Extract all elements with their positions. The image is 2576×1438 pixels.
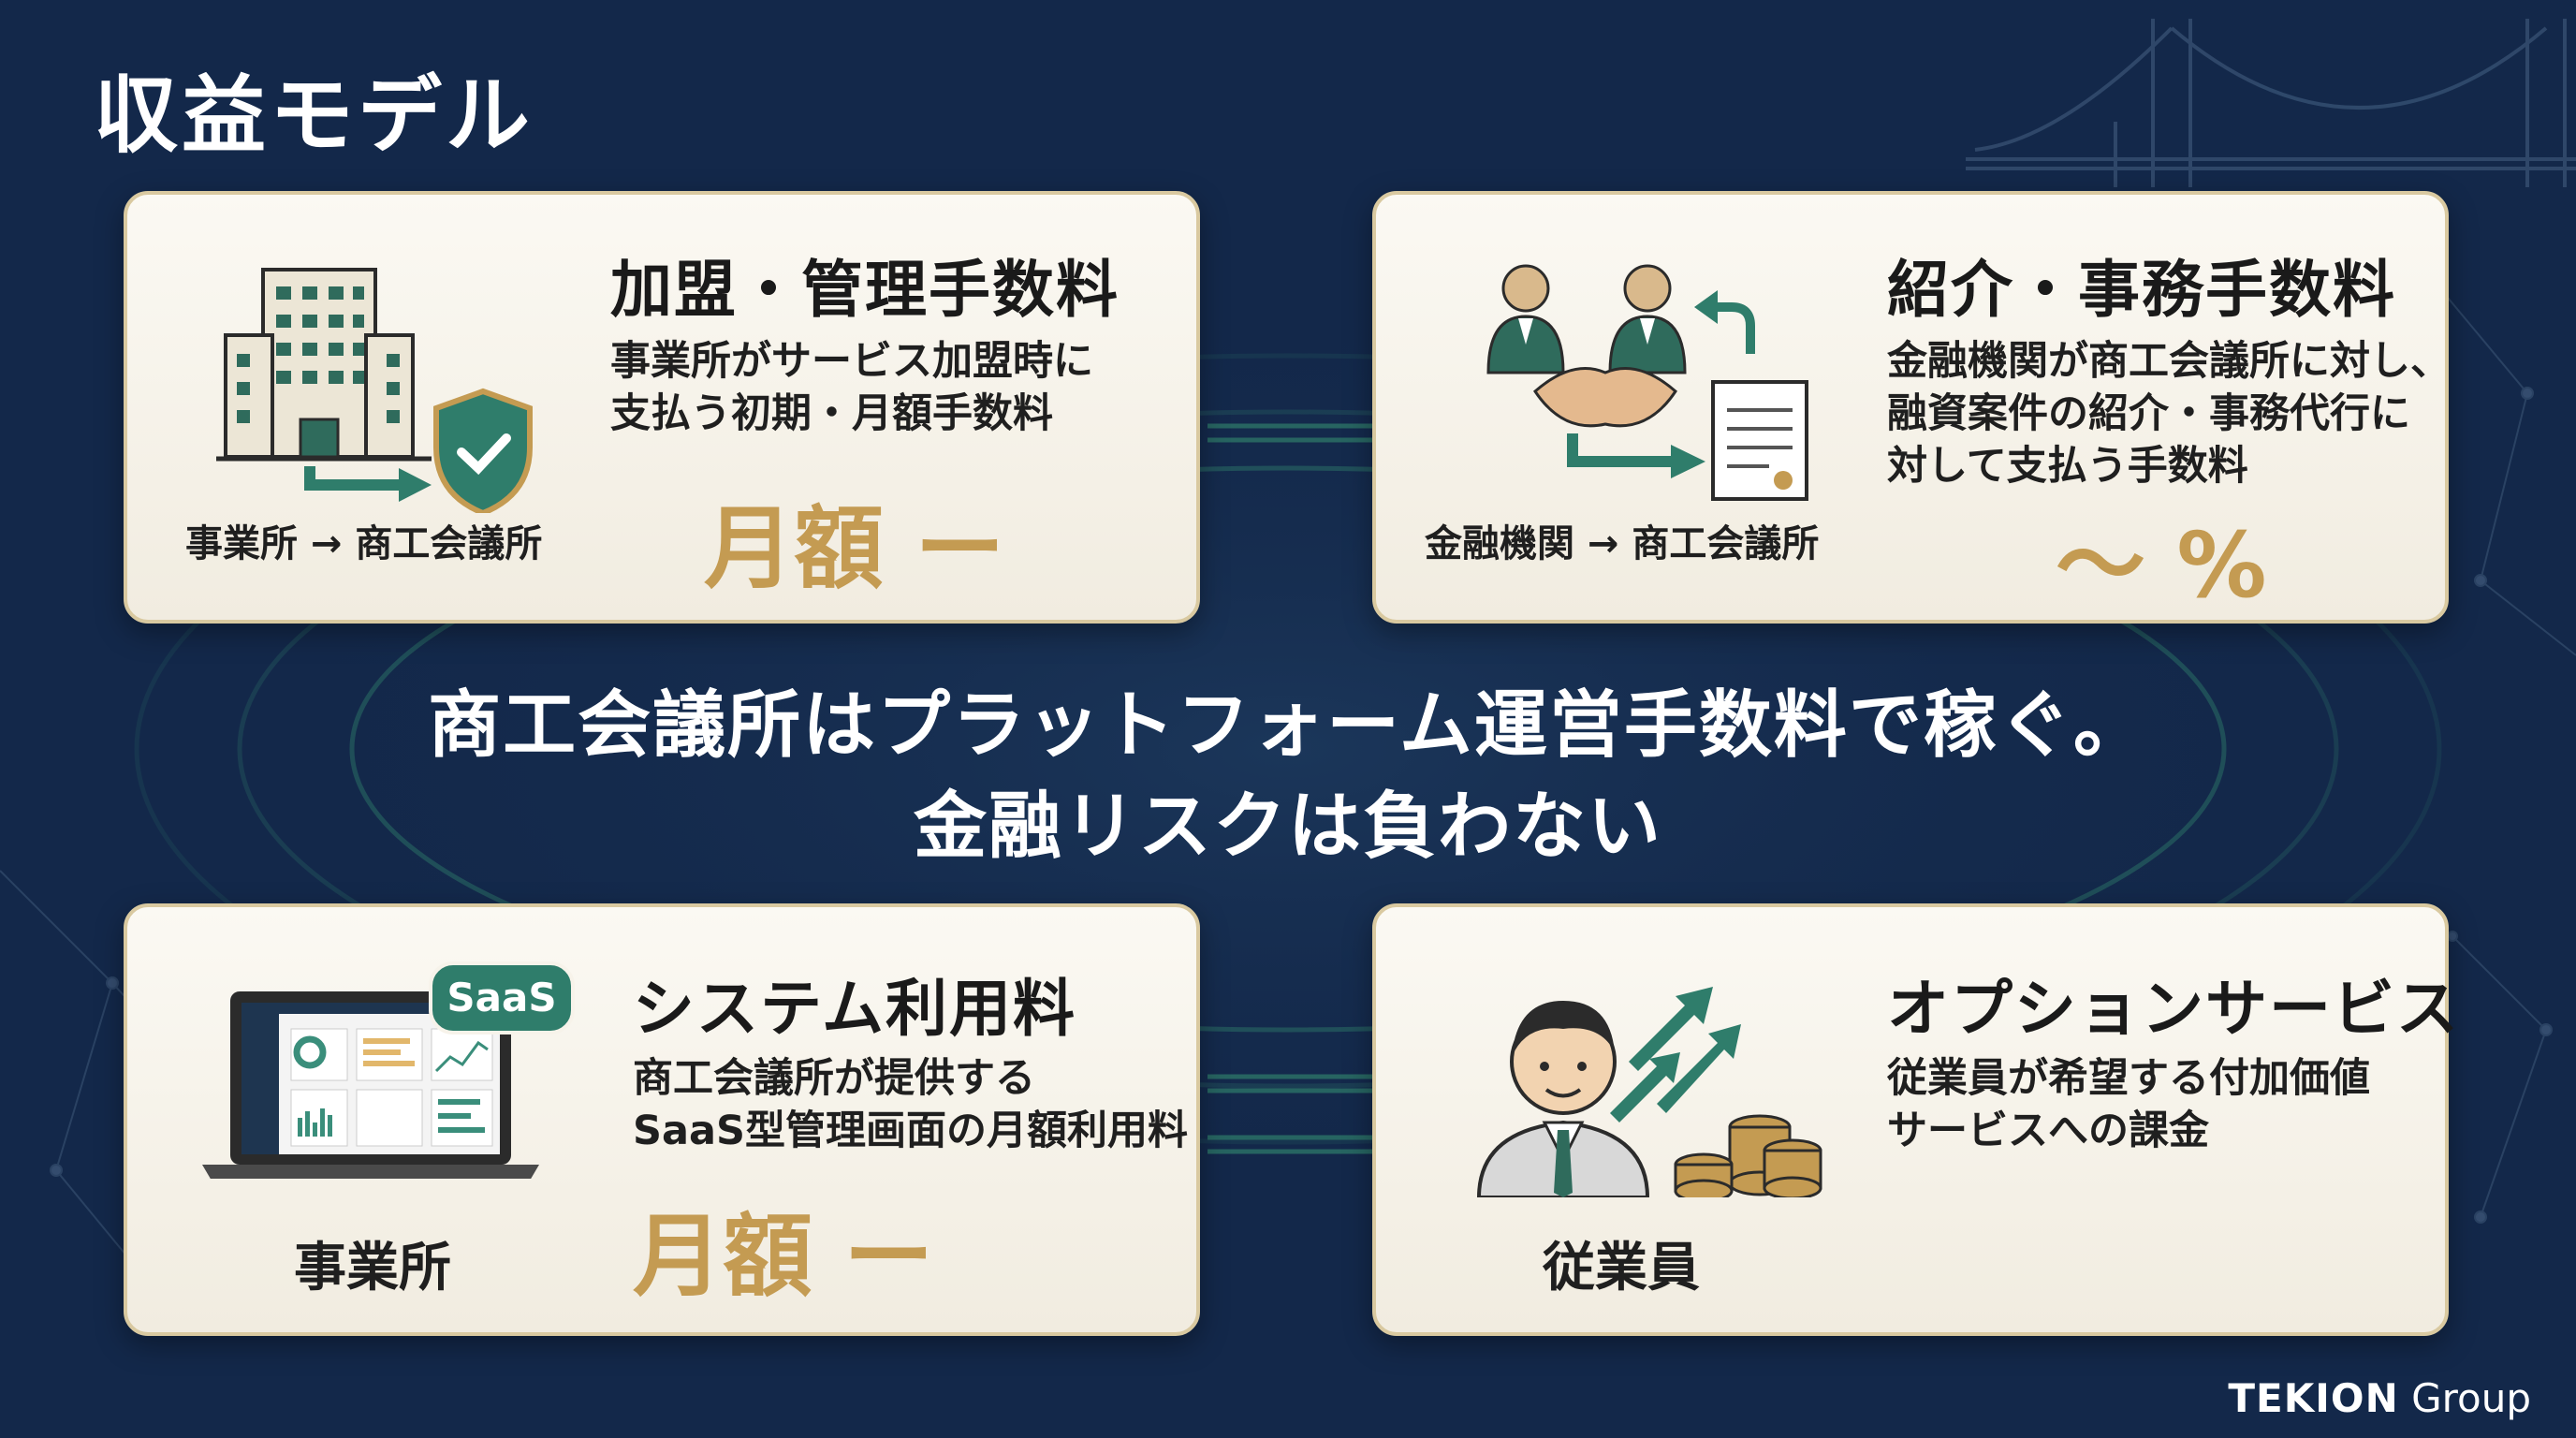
saas-badge-label: SaaS — [446, 975, 557, 1020]
description-line: 融資案件の紹介・事務代行に — [1887, 390, 2410, 437]
actor-label: 事業所 — [294, 1238, 451, 1299]
description-line: 支払う初期・月額手数料 — [610, 390, 1053, 437]
fee-value: 月額 ー — [704, 496, 1005, 601]
page-title: 収益モデル — [94, 66, 534, 165]
description-line: 事業所がサービス加盟時に — [610, 338, 1093, 385]
saas-badge: SaaS — [429, 961, 575, 1034]
actor-label: 従業員 — [1543, 1238, 1700, 1299]
connector-lines — [1208, 423, 1372, 1154]
description-line: SaaS型管理画面の月額利用料 — [633, 1108, 1188, 1154]
card-option-service: 従業員 オプションサービス 従業員が希望する付加価値 サービスへの課金 — [1372, 903, 2458, 1336]
handshake-document-icon — [1486, 264, 1808, 501]
card-title: 紹介・事務手数料 — [1887, 254, 2396, 326]
description-line: 従業員が希望する付加価値 — [1887, 1055, 2370, 1102]
card-membership-fee: 事業所 → 商工会議所 加盟・管理手数料 事業所がサービス加盟時に 支払う初期・… — [124, 191, 1200, 624]
description-line: サービスへの課金 — [1887, 1108, 2209, 1154]
card-description: 商工会議所が提供する SaaS型管理画面の月額利用料 — [633, 1052, 1188, 1157]
card-system-fee: SaaS 事業所 システム利用料 商工会議所が提供する SaaS型管理画面の月額… — [124, 903, 1200, 1336]
key-message-line-2: 金融リスクは負わない — [913, 785, 1662, 869]
description-line: 商工会議所が提供する — [633, 1055, 1035, 1102]
description-line: 金融機関が商工会議所に対し、 — [1887, 338, 2451, 385]
bridge-silhouette — [1966, 19, 2576, 187]
key-message-line-1: 商工会議所はプラットフォーム運営手数料で稼ぐ。 — [428, 683, 2148, 768]
employee-coins-icon — [1476, 987, 1822, 1197]
card-title: 加盟・管理手数料 — [610, 254, 1120, 326]
card-title: システム利用料 — [633, 973, 1077, 1045]
ring-lines — [134, 353, 2442, 1145]
brand-name: TEKION — [2228, 1375, 2399, 1421]
fee-value: 〜 % — [2056, 513, 2267, 618]
flow-label: 事業所 → 商工会議所 — [185, 522, 543, 565]
card-description: 従業員が希望する付加価値 サービスへの課金 — [1887, 1052, 2370, 1157]
description-line: 対して支払う手数料 — [1887, 443, 2248, 490]
brand-suffix: Group — [2411, 1375, 2531, 1421]
brand-logo: TEKION Group — [2228, 1375, 2531, 1421]
card-referral-fee: 金融機関 → 商工会議所 紹介・事務手数料 金融機関が商工会議所に対し、 融資案… — [1372, 191, 2451, 624]
card-title: オプションサービス — [1887, 973, 2460, 1045]
building-to-shield-icon — [216, 268, 533, 513]
fee-value: 月額 ー — [633, 1204, 934, 1309]
card-description: 金融機関が商工会議所に対し、 融資案件の紹介・事務代行に 対して支払う手数料 — [1887, 335, 2451, 492]
card-description: 事業所がサービス加盟時に 支払う初期・月額手数料 — [610, 335, 1093, 440]
laptop-dashboard-icon — [202, 991, 539, 1179]
flow-label: 金融機関 → 商工会議所 — [1425, 522, 1820, 565]
